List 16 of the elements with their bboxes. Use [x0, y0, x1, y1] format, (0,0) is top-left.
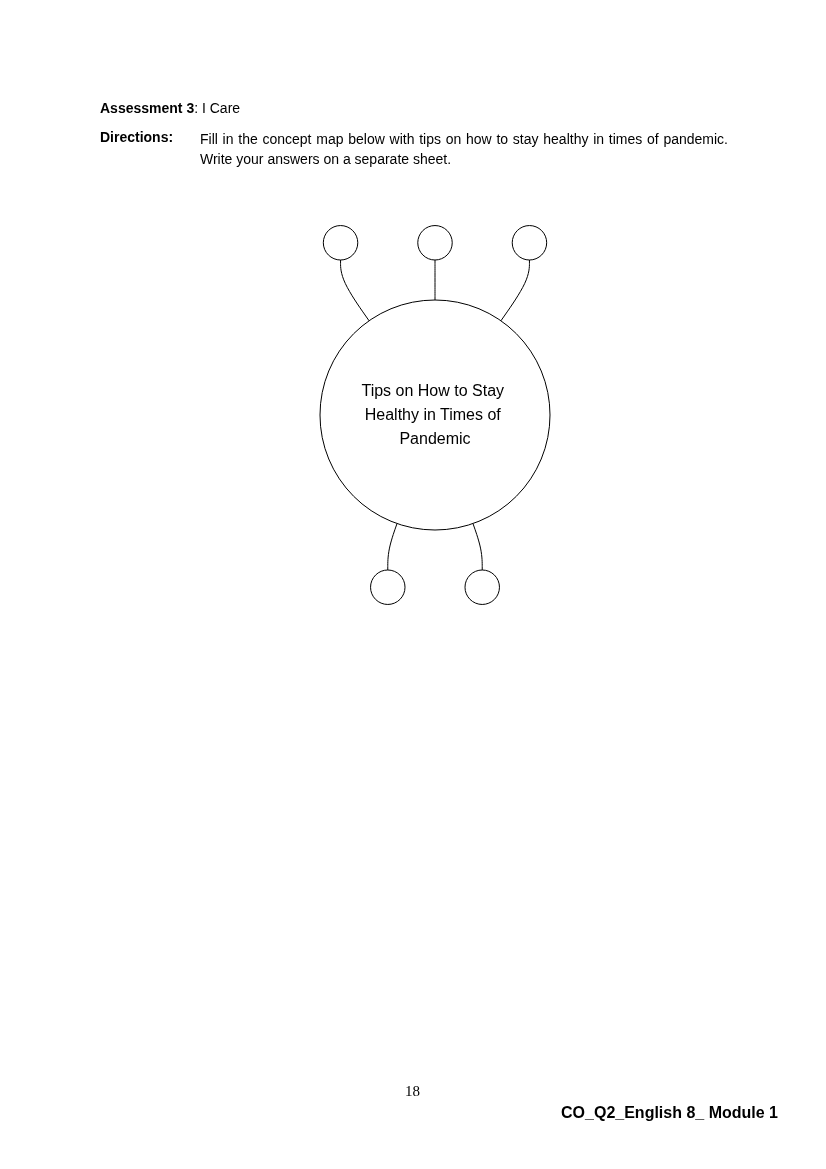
node-circle [370, 569, 406, 605]
page-number: 18 [405, 1083, 420, 1100]
connector [434, 259, 436, 301]
node-circle [464, 569, 500, 605]
node-circle [511, 225, 548, 261]
connector [472, 523, 483, 571]
directions-label: Directions: [100, 129, 174, 145]
node-circle: Tips on How to Stay Healthy in Times of Pandemic [319, 299, 551, 531]
node-circle [417, 225, 453, 261]
connector [387, 523, 398, 571]
connector [340, 259, 370, 322]
connector [500, 259, 530, 322]
assessment-title: Assessment 3: I Care [100, 100, 241, 116]
directions-text: Fill in the concept map below with tips on how to stay healthy in times of pandemic. Write your answers on a separate sheet. [200, 130, 728, 170]
module-footer: CO_Q2_English 8_ Module 1 [561, 1104, 778, 1122]
node-circle [322, 225, 359, 261]
